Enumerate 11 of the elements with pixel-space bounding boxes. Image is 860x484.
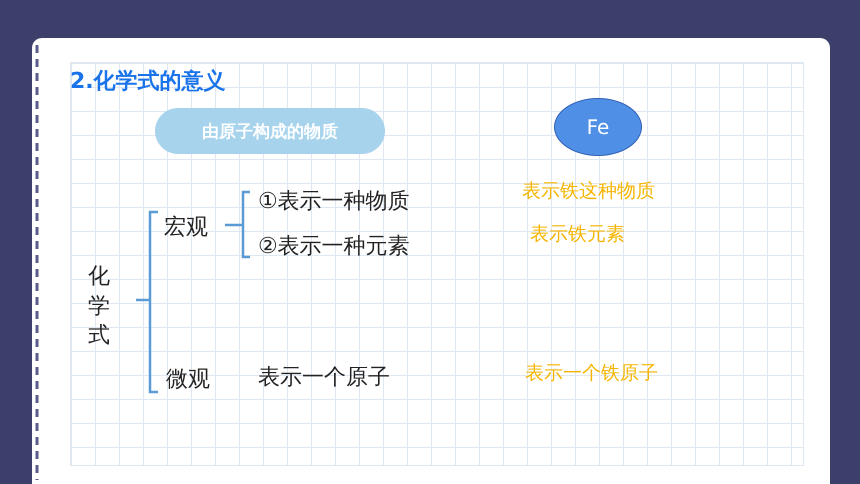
title: 2.化学式的意义	[70, 68, 226, 96]
category-label: 宏观	[164, 214, 208, 242]
example-text: 表示一个铁原子	[525, 361, 658, 386]
rounded-label-box: 由原子构成的物质	[155, 108, 385, 154]
meaning-text: ②表示一种元素	[258, 233, 410, 261]
vertical-heading: 化学式	[88, 263, 111, 350]
example-text: 表示铁元素	[530, 222, 625, 247]
example-text: 表示铁这种物质	[522, 179, 655, 204]
meaning-text: ①表示一种物质	[258, 188, 410, 216]
category-label: 微观	[166, 366, 210, 394]
meaning-text: 表示一个原子	[258, 364, 390, 392]
